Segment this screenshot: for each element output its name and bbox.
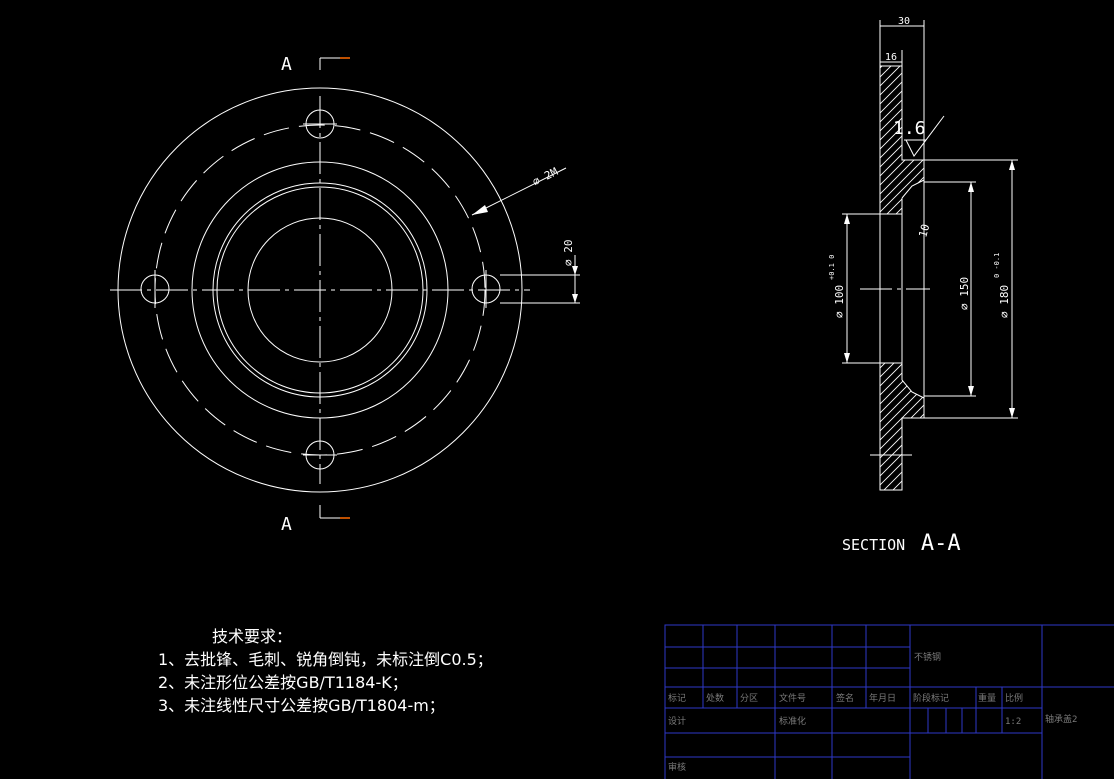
review-label: 审核 [668,761,686,773]
hatch-line [870,300,930,360]
hatch-line [880,363,924,397]
hatch-line [880,407,924,469]
roughness-value: 1.6 [893,118,926,139]
hatch-line [880,66,924,79]
header-sign: 签名 [836,692,854,704]
hatch-line [880,425,924,487]
total-width-dim: 30 [898,16,910,27]
bolt-circle-leader [471,167,567,216]
hatch-line [880,363,924,388]
note-item: 1、去批锋、毛刺、锐角倒钝，未标注倒C0.5； [158,650,493,669]
hatch-line [880,66,924,124]
hatch-line [880,170,924,214]
hatch-line [880,66,924,88]
d180-arrow [1009,408,1015,418]
standardize-label: 标准化 [779,715,806,727]
hatch-line [880,380,924,442]
hatch-line [880,66,924,106]
chamfer-bottom [901,379,925,399]
header-mark: 标记 [668,692,686,704]
hole-dim-arrow [572,294,578,303]
hatch-line [880,389,924,451]
title-block: 不锈钢 标记 处数 分区 文件号 签名 年月日 阶段标记 重量 比例 设计 标准… [664,624,1114,779]
hatch-line [880,363,924,370]
d150-arrow [968,182,974,192]
d150-dim: ⌀ 150 [958,277,971,310]
d100-dim: ⌀ 100 [833,285,846,318]
section-hatching [870,300,930,490]
part-name: 轴承盖2 [1045,713,1077,725]
technical-requirements: 技术要求： 1、去批锋、毛刺、锐角倒钝，未标注倒C0.5； 2、未注形位公差按G… [158,625,493,717]
header-scale: 比例 [1005,692,1023,704]
bolt-circle-dim: ⌀ 2M [530,165,560,189]
note-item: 2、未注形位公差按GB/T1184-K； [158,673,408,692]
header-date: 年月日 [869,692,896,704]
hatch-line [880,461,924,490]
header-weight: 重量 [978,692,996,704]
scale-value: 1:2 [1005,717,1021,727]
header-stage: 阶段标记 [913,692,949,704]
hatch-line [880,452,924,490]
hatch-line [880,398,924,460]
hatch-line [880,434,924,490]
d180-arrow [1009,160,1015,170]
hatch-line [880,161,924,214]
flange-thickness-dim: 16 [885,52,897,63]
hole-dim: ⌀ 20 [562,240,575,267]
d100-arrow [844,214,850,224]
header-count: 处数 [706,692,724,704]
hatch-line [880,188,924,214]
chamfer-top [901,179,925,199]
section-view: 30 16 1.6 10 ⌀ 100 +0.1 0 ⌀ 150 ⌀ 180 0 … [828,0,1018,556]
d100-tolerance: +0.1 0 [828,255,836,280]
d100-arrow [844,353,850,363]
d180-tolerance: 0 -0.1 [993,253,1001,278]
roughness-symbol [905,115,945,157]
leader-arrowhead [472,205,488,215]
hatch-line [880,363,924,379]
d180-dim: ⌀ 180 [998,285,1011,318]
hatch-line [880,443,924,490]
hatch-line [880,363,924,424]
section-caption: SECTION A-A [842,531,961,556]
notes-title: 技术要求： [212,627,293,646]
title-block-frame [664,624,1114,779]
chamfer-dim: 10 [916,223,932,239]
hatch-line [880,66,924,115]
hatch-line [880,416,924,478]
section-label-bottom: A [281,514,292,535]
hatch-line [880,470,924,490]
hatch-line [870,0,930,60]
hatch-line [880,134,924,196]
design-label: 设计 [668,715,686,727]
header-docno: 文件号 [779,692,806,704]
hatch-line [880,143,924,205]
material: 不锈钢 [914,651,941,663]
note-item: 3、未注线性尺寸公差按GB/T1804-m； [158,696,445,715]
section-label-top: A [281,54,292,75]
section-hatching [870,0,930,214]
hatch-line [880,363,924,406]
header-zone: 分区 [740,693,758,704]
hatch-line [880,152,924,214]
hole-dim-arrow [572,266,578,275]
front-view: A A ⌀ 2M ⌀ 20 [110,54,580,535]
hatch-line [880,371,924,433]
d150-arrow [968,386,974,396]
